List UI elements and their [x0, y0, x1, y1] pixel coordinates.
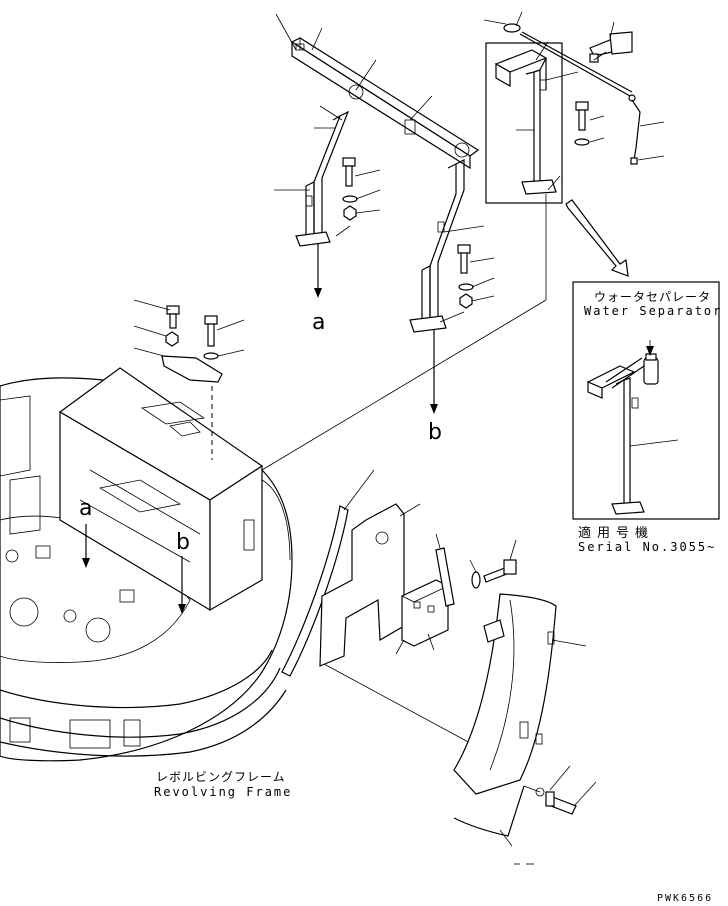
ref-label-a-frame: a [79, 496, 93, 521]
revolving-frame-label-en: Revolving Frame [154, 785, 293, 799]
revolving-frame [0, 194, 547, 762]
drawing-code: PWK6566 [657, 893, 714, 904]
water-separator-bracket [483, 11, 665, 277]
bolt-set-left [342, 157, 358, 221]
serial-label-ja: 適用号機 [578, 526, 655, 541]
water-separator-label-ja: ウォータセパレータ [594, 290, 712, 304]
water-separator-inset [572, 281, 720, 520]
bolt-set-right [457, 244, 474, 309]
ref-label-a-top: a [312, 310, 326, 335]
ref-label-b-frame: b [176, 530, 190, 555]
revolving-frame-label-ja: レボルビングフレーム [156, 770, 286, 784]
support-bracket-assembly [274, 13, 495, 414]
water-separator-label-en: Water Separator [584, 304, 723, 318]
ref-label-b-top: b [428, 420, 442, 445]
serial-label-en: Serial No.3055~ [578, 540, 717, 554]
cover-parts [281, 469, 597, 865]
